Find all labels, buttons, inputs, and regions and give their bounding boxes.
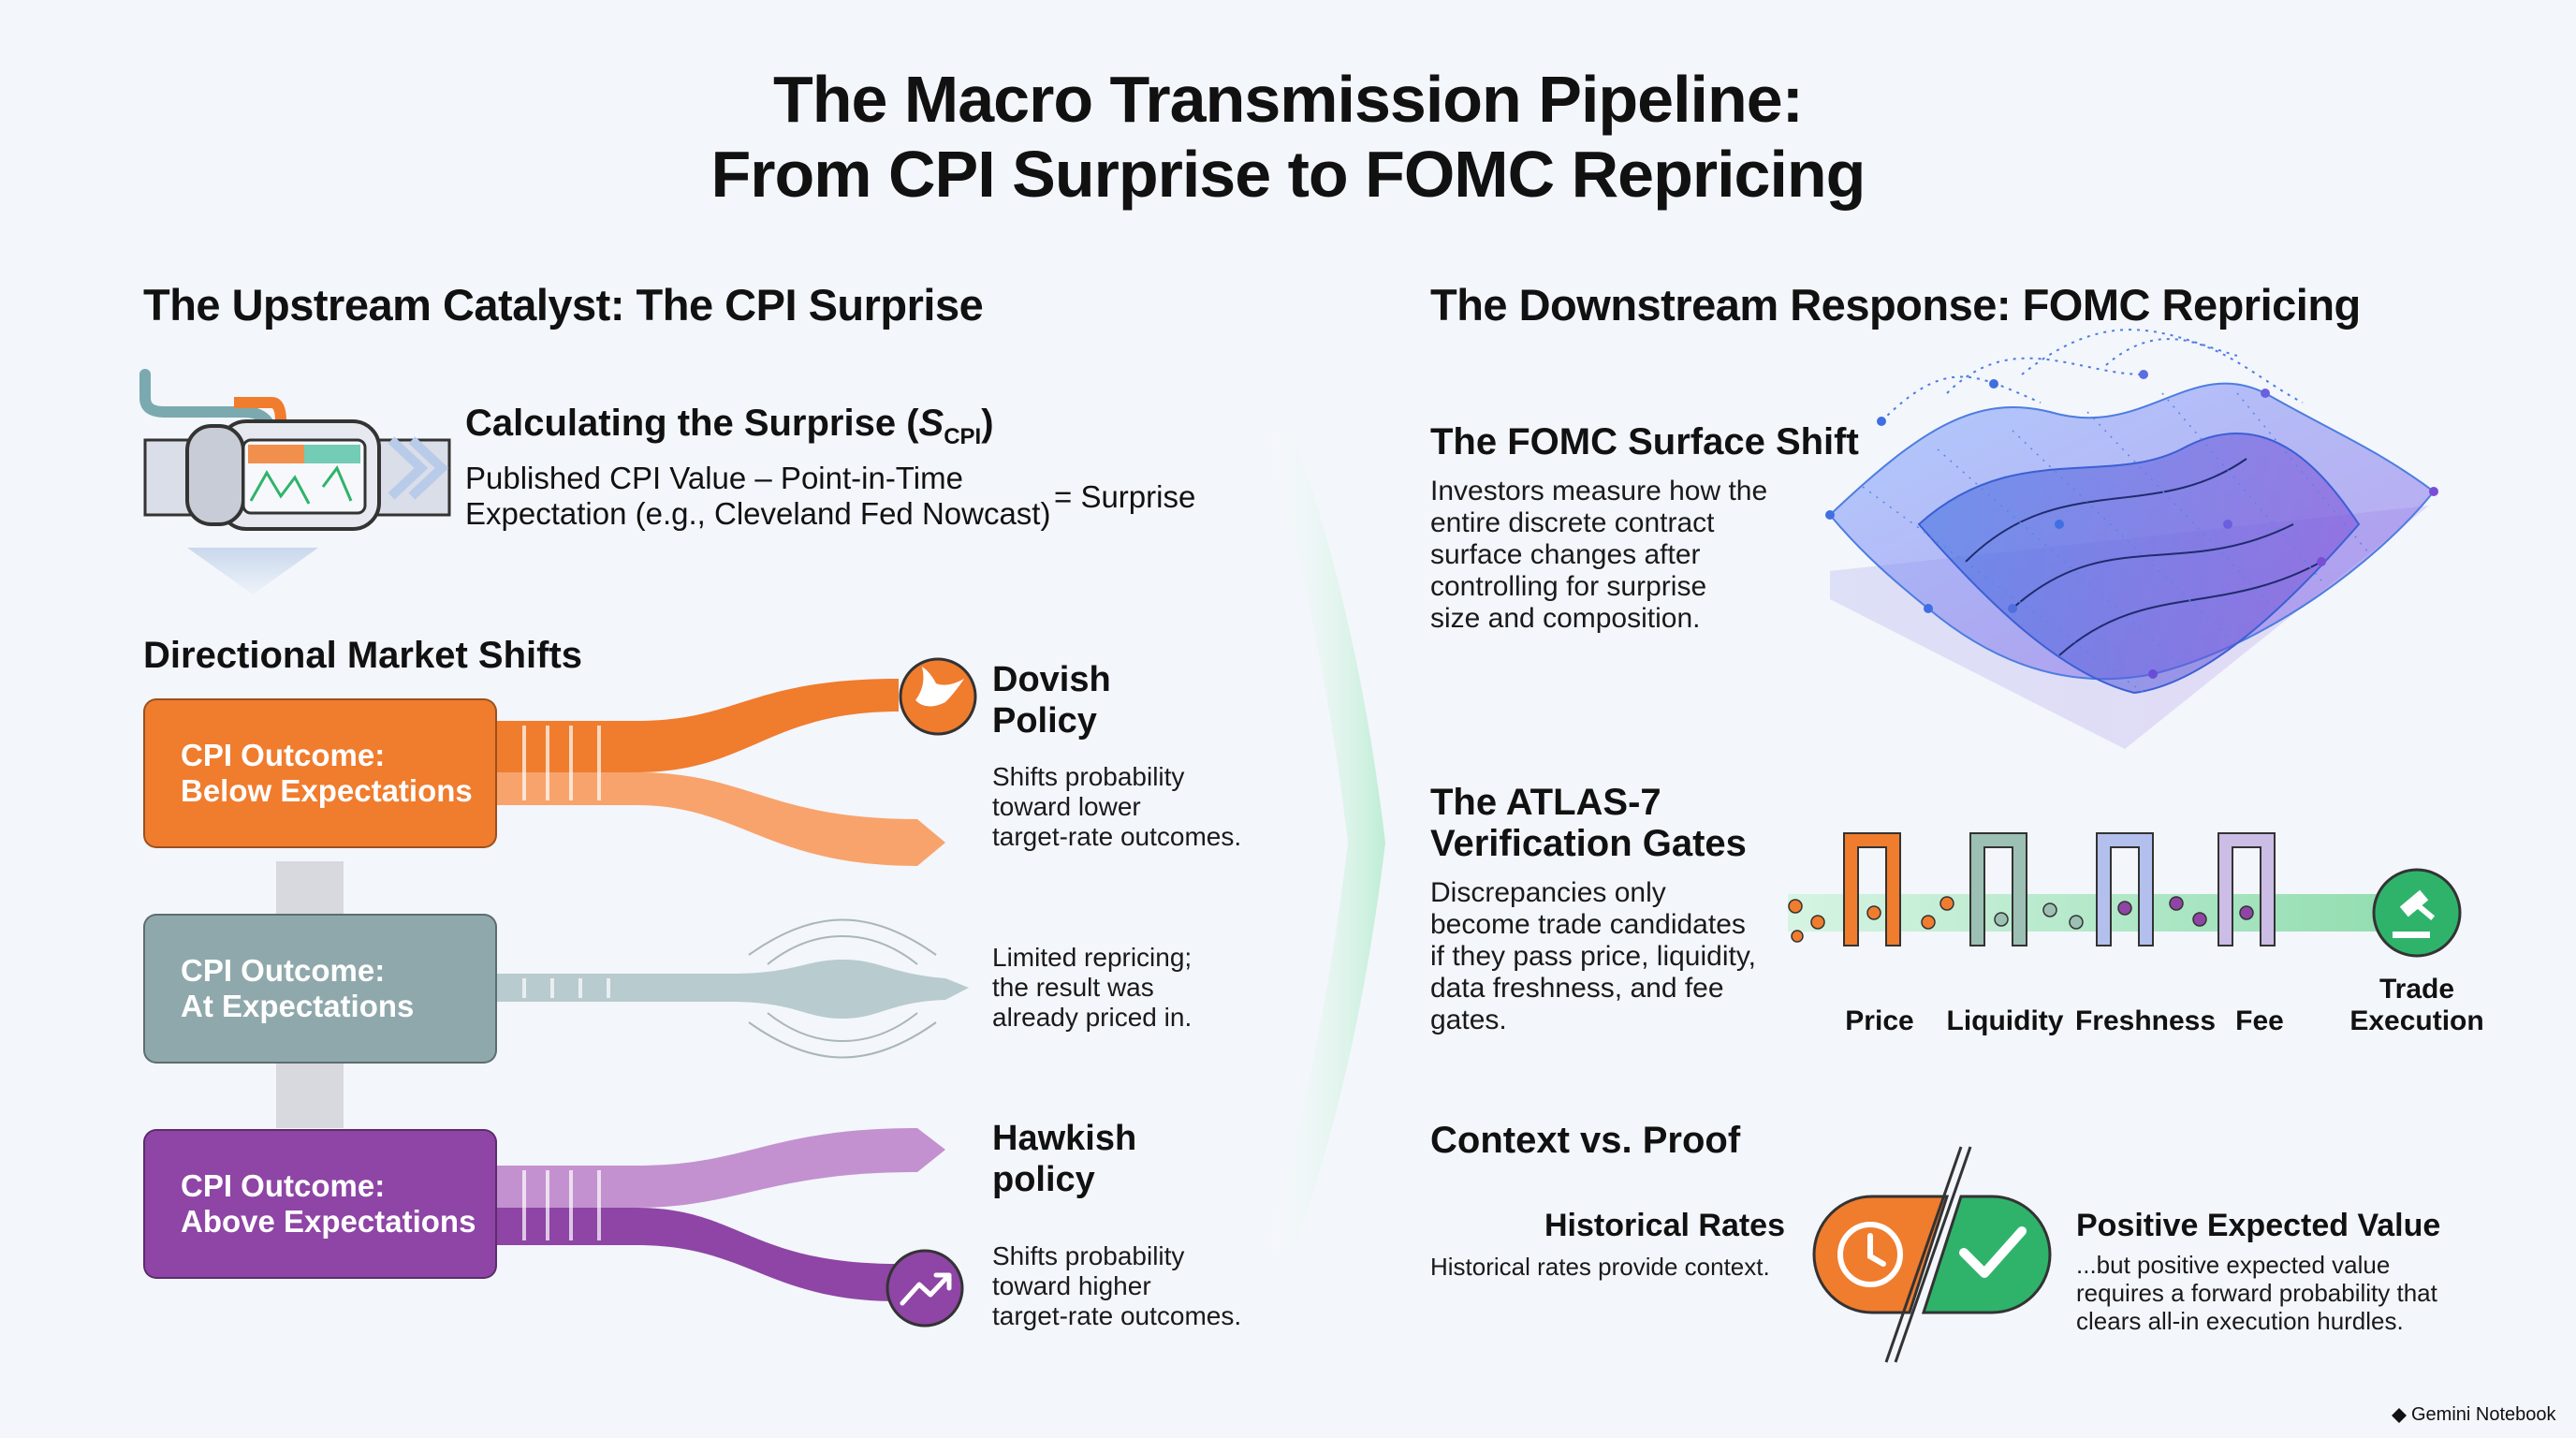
outcome-below-line2: Below Expectations [181, 773, 473, 808]
neutral-ribbon [496, 918, 969, 1059]
hawkish-body-line: target-rate outcomes. [992, 1301, 1242, 1330]
outcome-below-line1: CPI Outcome: [181, 738, 386, 772]
gate-label-price: Price [1845, 1005, 1914, 1036]
dovish-title-line1: Dovish [992, 660, 1111, 699]
surface-body: Investors measure how the entire discret… [1430, 476, 1767, 635]
gate-fee-icon [2217, 832, 2276, 946]
hawkish-title: Hawkish policy [992, 1118, 1136, 1200]
surface-body-line: controlling for surprise [1430, 571, 1707, 602]
gates-title: The ATLAS-7 Verification Gates [1430, 782, 1747, 864]
outcome-above-line2: Above Expectations [181, 1204, 476, 1239]
neutral-body-line: the result was [992, 973, 1154, 1002]
candidate-dots [1788, 896, 2254, 943]
dovish-ribbon [496, 679, 945, 866]
surface-body-line: Investors measure how the [1430, 476, 1768, 506]
dovish-body-line: Shifts probability [992, 762, 1185, 791]
formula-equals: = Surprise [1054, 479, 1196, 514]
page-title-line1: The Macro Transmission Pipeline: [773, 63, 1804, 136]
hawkish-body-line: toward higher [992, 1271, 1151, 1300]
gates-body-line: Discrepancies only [1430, 877, 1666, 908]
dovish-body-line: target-rate outcomes. [992, 822, 1242, 851]
hawkish-body-line: Shifts probability [992, 1241, 1185, 1270]
dovish-body-line: toward lower [992, 792, 1141, 821]
ev-title: Positive Expected Value [2076, 1208, 2441, 1243]
surface-body-line: size and composition. [1430, 603, 1701, 634]
surprise-title-suffix: ) [981, 403, 994, 444]
gates-body: Discrepancies only become trade candidat… [1430, 877, 1756, 1036]
gate-label-fee: Fee [2235, 1005, 2284, 1036]
surface-title: The FOMC Surface Shift [1430, 421, 1859, 462]
gate-label-freshness: Freshness [2074, 1005, 2217, 1036]
clock-icon [1837, 1222, 1903, 1287]
neutral-body-line: Limited repricing; [992, 943, 1193, 972]
gavel-glyph [2393, 889, 2436, 938]
gate-label-liquidity: Liquidity [1946, 1005, 2064, 1036]
gates-title-line1: The ATLAS-7 [1430, 782, 1661, 823]
hawkish-ribbon [496, 1128, 945, 1301]
ev-body: ...but positive expected value requires … [2076, 1251, 2437, 1335]
gate-price-icon [1843, 832, 1901, 946]
down-arrow-icon [187, 548, 318, 594]
neutral-body: Limited repricing; the result was alread… [992, 943, 1192, 1033]
surface-body-line: entire discrete contract [1430, 507, 1715, 538]
hist-body: Historical rates provide context. [1430, 1253, 1770, 1281]
connector-bar [276, 861, 344, 917]
ev-body-line: requires a forward probability that [2076, 1279, 2437, 1307]
outcome-at-box: CPI Outcome: At Expectations [143, 914, 497, 1064]
gemini-logo-icon [2392, 1408, 2407, 1423]
surprise-formula: Published CPI Value – Point-in-Time Expe… [465, 461, 1050, 532]
ev-body-line: clears all-in execution hurdles. [2076, 1307, 2404, 1335]
shifts-heading: Directional Market Shifts [143, 635, 583, 676]
hawkish-body: Shifts probability toward higher target-… [992, 1241, 1241, 1331]
gates-title-line2: Verification Gates [1430, 823, 1747, 864]
gates-body-line: data freshness, and fee [1430, 973, 1724, 1004]
neutral-body-line: already priced in. [992, 1003, 1193, 1032]
hawkish-title-line1: Hawkish [992, 1119, 1137, 1158]
gate-liquidity-icon [1969, 832, 2027, 946]
surface-body-line: surface changes after [1430, 539, 1701, 570]
execution-label-line2: Execution [2349, 1005, 2484, 1036]
context-proof-pill [1812, 1146, 2052, 1363]
surprise-title: Calculating the Surprise (SCPI) [465, 403, 994, 458]
surprise-title-prefix: Calculating the Surprise ( [465, 403, 919, 444]
context-heading: Context vs. Proof [1430, 1120, 1741, 1161]
outcome-above-line1: CPI Outcome: [181, 1168, 386, 1203]
dovish-body: Shifts probability toward lower target-r… [992, 762, 1241, 852]
gates-body-line: gates. [1430, 1005, 1507, 1035]
gates-body-line: if they pass price, liquidity, [1430, 941, 1756, 972]
hawkish-title-line2: policy [992, 1160, 1095, 1199]
outcome-below-box: CPI Outcome: Below Expectations [143, 698, 497, 848]
surprise-symbol: S [918, 403, 944, 444]
formula-line2: Expectation (e.g., Cleveland Fed Nowcast… [465, 496, 1051, 531]
dovish-title: Dovish Policy [992, 659, 1111, 741]
page-title-line2: From CPI Surprise to FOMC Repricing [710, 138, 1866, 211]
transmission-connector [1264, 431, 1385, 1255]
dove-glyph [915, 667, 964, 707]
gavel-icon [2372, 868, 2462, 958]
dovish-title-line2: Policy [992, 701, 1097, 741]
ev-body-line: ...but positive expected value [2076, 1251, 2391, 1279]
execution-label-line1: Trade [2378, 974, 2455, 1005]
connector-bar [276, 1063, 344, 1128]
pipe-gauge-icon [139, 369, 451, 531]
fomc-surface-graphic [1825, 329, 2438, 749]
checkmark-icon [1959, 1226, 2027, 1278]
gate-freshness-icon [2096, 832, 2154, 946]
outcome-at-line2: At Expectations [181, 989, 415, 1023]
outcome-above-box: CPI Outcome: Above Expectations [143, 1129, 497, 1279]
surprise-subscript: CPI [944, 424, 982, 449]
trend-up-glyph [900, 1272, 952, 1306]
gates-body-line: become trade candidates [1430, 909, 1746, 940]
footer-brand: Gemini Notebook [2411, 1404, 2556, 1425]
upstream-heading: The Upstream Catalyst: The CPI Surprise [143, 280, 984, 330]
downstream-heading: The Downstream Response: FOMC Repricing [1430, 280, 2361, 330]
formula-line1: Published CPI Value – Point-in-Time [465, 461, 963, 495]
execution-label: Trade Execution [2342, 974, 2492, 1037]
outcome-at-line1: CPI Outcome: [181, 953, 386, 988]
hist-title: Historical Rates [1544, 1208, 1785, 1243]
